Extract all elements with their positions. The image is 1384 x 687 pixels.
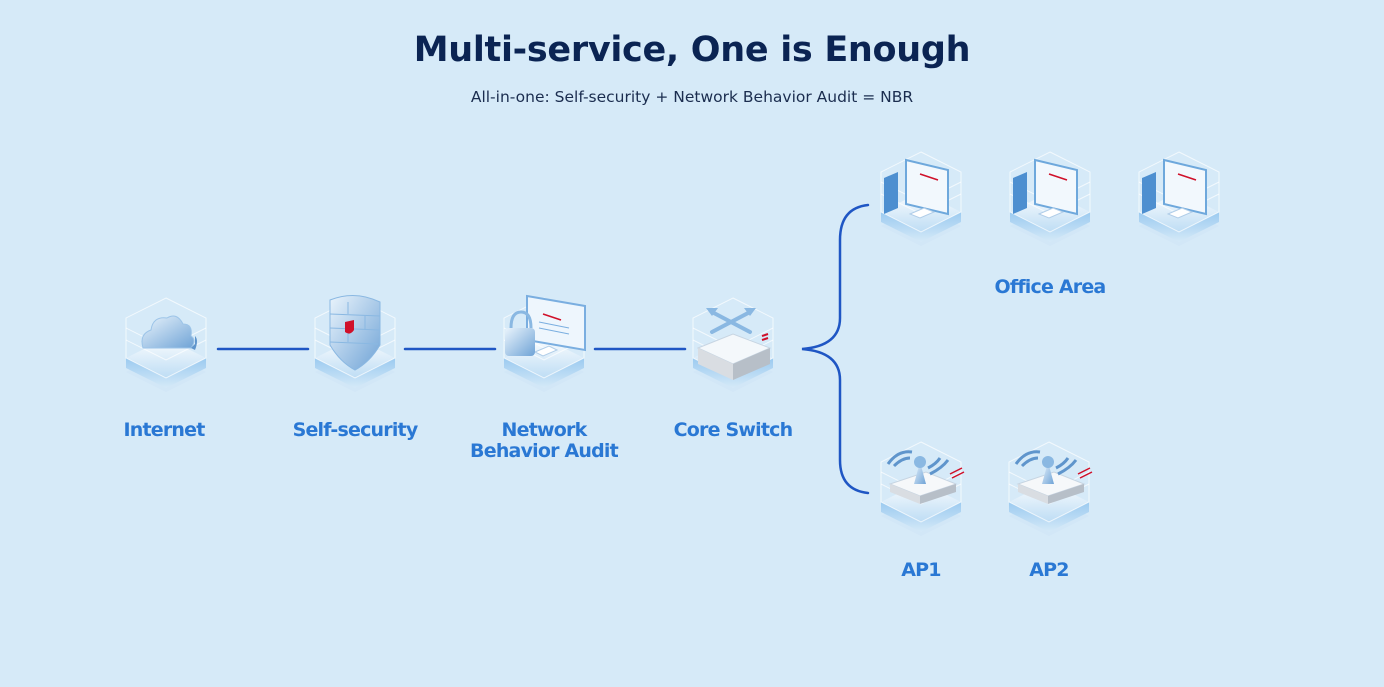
- access-point-icon: [1008, 441, 1093, 537]
- node-network-behavior-audit: [499, 290, 589, 410]
- node-office-pc-3: [1134, 144, 1224, 264]
- node-internet: [121, 290, 211, 410]
- node-office-pc-2: [1005, 144, 1095, 264]
- label-ap1: AP1: [901, 559, 941, 581]
- access-point-icon: [880, 441, 965, 537]
- cloud-icon: [125, 297, 207, 393]
- page-title: Multi-service, One is Enough: [413, 30, 971, 70]
- node-office-pc-1: [876, 144, 966, 264]
- label-internet: Internet: [123, 419, 205, 441]
- label-core-switch: Core Switch: [673, 419, 794, 441]
- label-ap2: AP2: [1029, 559, 1069, 581]
- node-self-security: [310, 290, 400, 410]
- label-nba-line1: Network: [501, 419, 588, 441]
- desktop-pc-icon: [1009, 151, 1091, 247]
- page-subtitle: All-in-one: Self-security + Network Beha…: [470, 88, 914, 106]
- desktop-pc-icon: [880, 151, 962, 247]
- firewall-shield-icon: [314, 295, 396, 393]
- desktop-pc-icon: [1138, 151, 1220, 247]
- label-self-security: Self-security: [292, 419, 419, 441]
- node-core-switch: [688, 290, 778, 410]
- label-network-behavior-audit: Network Behavior Audit: [464, 420, 624, 462]
- label-office-area: Office Area: [994, 276, 1107, 298]
- label-nba-line2: Behavior Audit: [470, 440, 619, 462]
- switch-icon: [692, 297, 774, 393]
- branch-bracket: [801, 203, 870, 495]
- node-ap1: [876, 434, 966, 554]
- monitor-lock-icon: [503, 294, 586, 393]
- node-ap2: [1004, 434, 1094, 554]
